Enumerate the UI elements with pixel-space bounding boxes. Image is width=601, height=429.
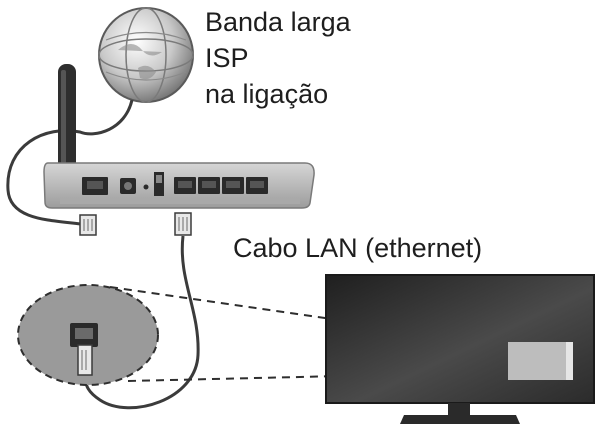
lan-cable <box>84 235 200 410</box>
router-icon <box>43 162 315 209</box>
ethernet-port-icon <box>17 284 159 386</box>
isp-label-line2: ISP <box>205 43 249 73</box>
isp-label-line1: Banda larga <box>205 7 351 37</box>
rj45-plug-isp <box>79 214 97 236</box>
tv-icon <box>325 274 595 424</box>
globe-icon <box>98 7 194 103</box>
isp-label-line3: na ligação <box>205 79 329 109</box>
isp-cable <box>6 99 134 227</box>
lan-cable-label: Cabo LAN (ethernet) <box>233 233 483 263</box>
rj45-plug-lan <box>174 212 192 236</box>
